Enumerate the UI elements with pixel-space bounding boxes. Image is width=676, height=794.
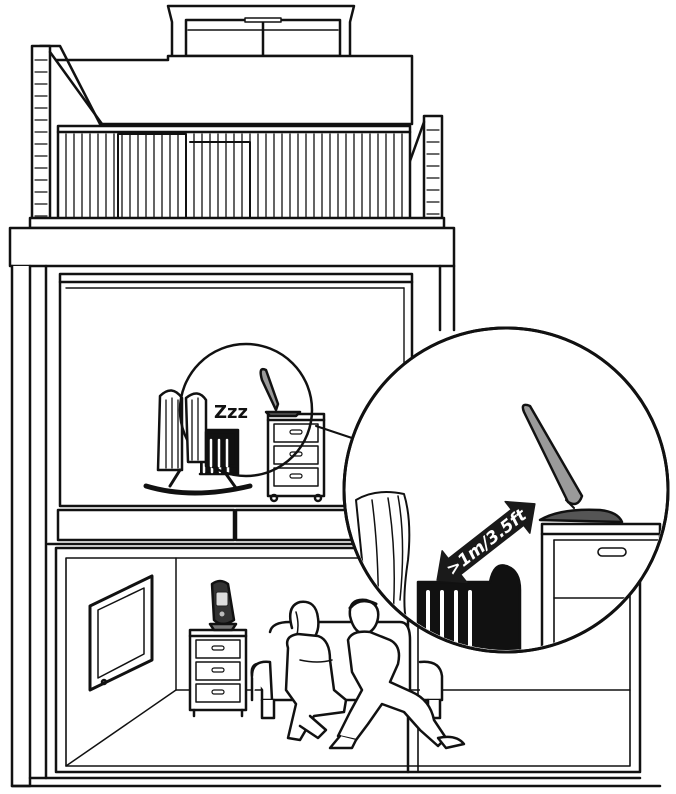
tv-icon [88,574,154,692]
woman-figure [284,600,348,742]
nursery-dresser [266,412,326,503]
baby-unit-icon [259,367,280,412]
balcony-railing [28,124,446,230]
house-walls [8,226,662,788]
parent-unit-icon [208,579,238,632]
living-dresser [188,628,248,718]
baby-unit-large-icon [521,403,584,506]
zoom-circle-small: Zzz [178,342,314,478]
sleep-symbol: Zzz [214,402,248,423]
man-figure [328,598,466,750]
roof-structure [30,4,444,228]
